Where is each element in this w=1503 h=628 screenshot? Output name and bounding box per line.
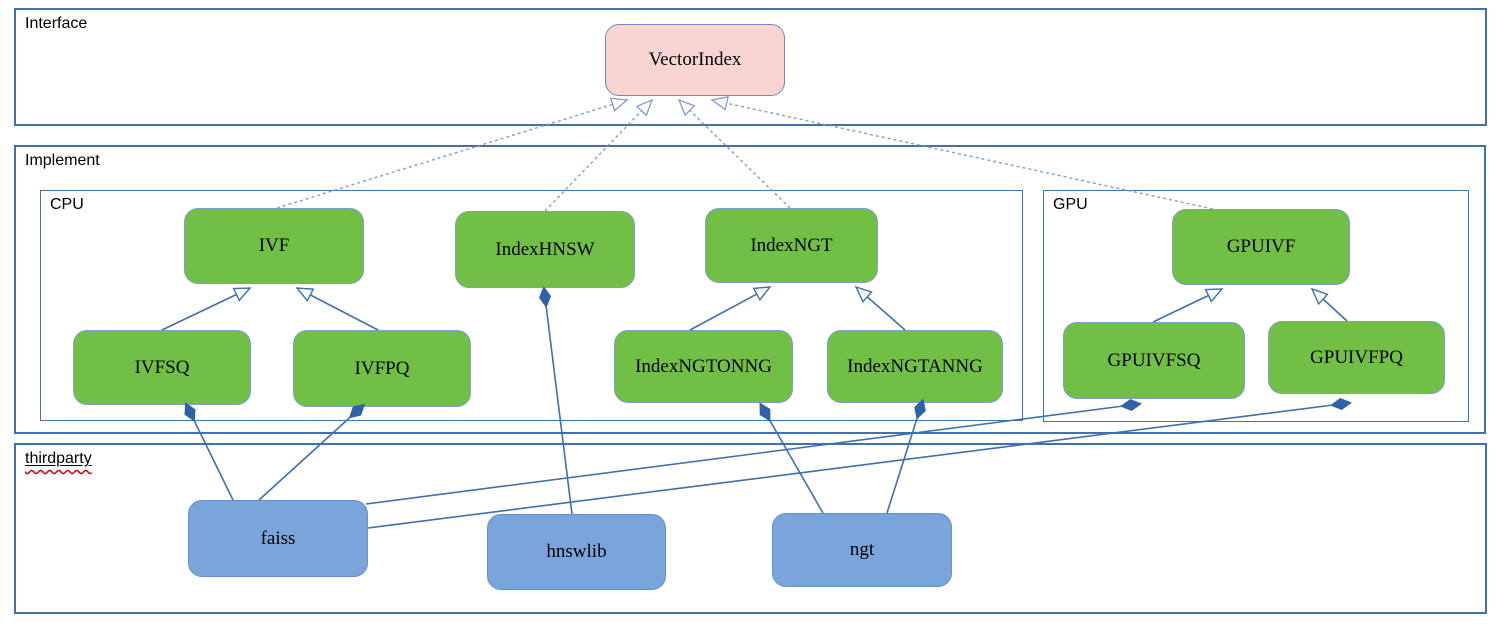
- node-faiss: faiss: [188, 500, 368, 577]
- node-indexngtanng: IndexNGTANNG: [827, 330, 1003, 403]
- node-label: IndexNGTONNG: [635, 355, 772, 377]
- node-label: IVF: [258, 235, 290, 256]
- interface-container-label: Interface: [25, 15, 88, 32]
- thirdparty-container-label: thirdparty: [25, 450, 92, 467]
- cpu-container-label: CPU: [50, 196, 84, 213]
- node-label: VectorIndex: [648, 49, 742, 70]
- node-indexngtonng: IndexNGTONNG: [614, 330, 793, 403]
- node-label: IndexNGT: [750, 234, 833, 256]
- node-vectorindex: VectorIndex: [605, 24, 785, 96]
- node-ivfpq: IVFPQ: [293, 330, 471, 407]
- node-gpuivf: GPUIVF: [1172, 209, 1350, 285]
- node-ivfsq: IVFSQ: [73, 330, 251, 405]
- node-label: GPUIVF: [1226, 236, 1296, 257]
- node-label: GPUIVFPQ: [1310, 346, 1403, 368]
- node-label: GPUIVFSQ: [1107, 349, 1201, 371]
- node-label: ngt: [849, 539, 875, 560]
- node-hnswlib: hnswlib: [487, 514, 666, 590]
- gpu-container-label: GPU: [1053, 196, 1088, 213]
- node-label: hnswlib: [546, 541, 607, 562]
- node-label: IVFPQ: [354, 357, 410, 379]
- node-indexhnsw: IndexHNSW: [455, 211, 635, 288]
- node-ngt: ngt: [772, 513, 952, 587]
- node-gpuivfsq: GPUIVFSQ: [1063, 322, 1245, 399]
- node-label: IndexNGTANNG: [847, 355, 983, 377]
- node-label: faiss: [260, 527, 296, 549]
- node-label: IVFSQ: [134, 356, 190, 378]
- node-indexngt: IndexNGT: [705, 208, 878, 283]
- node-gpuivfpq: GPUIVFPQ: [1268, 321, 1445, 394]
- node-label: IndexHNSW: [495, 238, 595, 260]
- node-ivf: IVF: [184, 208, 364, 284]
- implement-container-label: Implement: [25, 152, 100, 169]
